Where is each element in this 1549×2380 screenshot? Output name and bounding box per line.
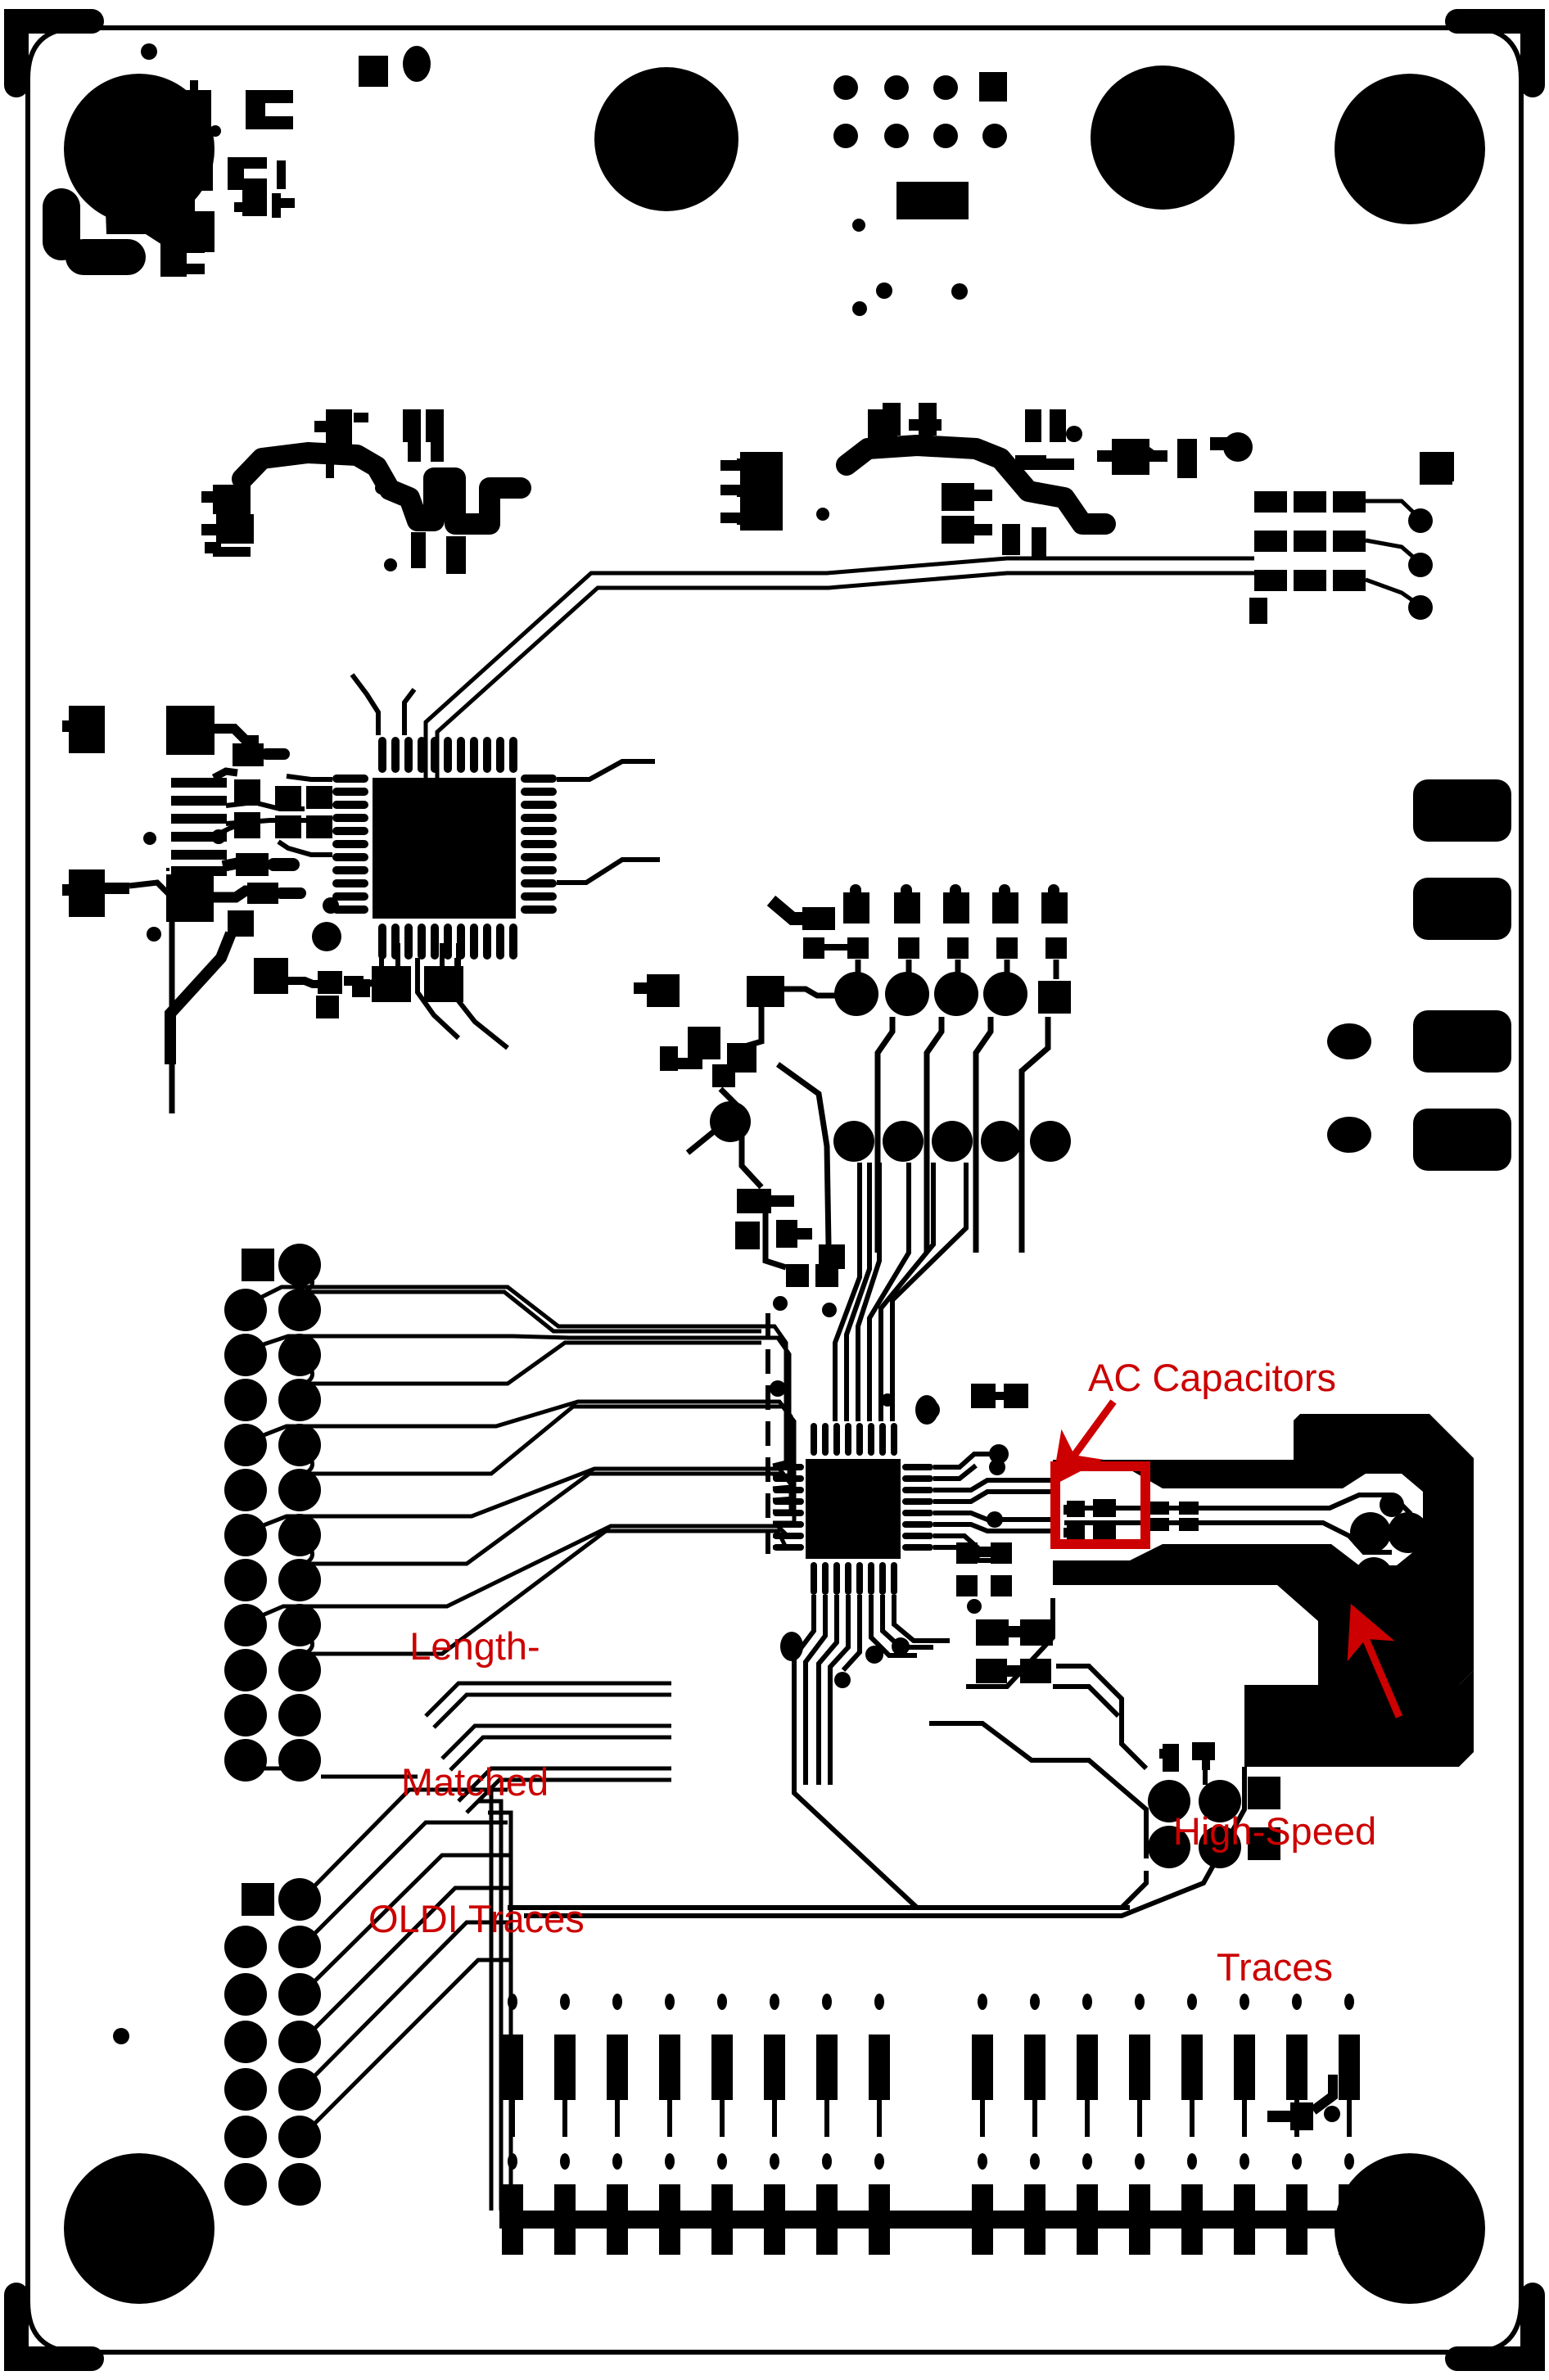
hs-label-line-1: High-Speed: [1172, 1809, 1377, 1853]
qfp-ic-upper: [332, 737, 557, 960]
strip-lower-fingers: [502, 2184, 1360, 2255]
bottom-connector-strip-lower: [499, 2153, 1367, 2255]
strip-upper-left-group: [502, 1994, 890, 2137]
mounting-holes: [64, 74, 1485, 2304]
bottom-connector-strip-upper: [502, 1994, 1360, 2137]
misc-vias: [113, 2028, 1340, 2130]
upper-diagonal-trace-pair: [423, 556, 1254, 868]
high-speed-traces-arrow: [1347, 1603, 1403, 1718]
length-match-serpentine-stubs: [765, 1313, 770, 1554]
left-header-lower: [224, 1878, 321, 2206]
top-dot-grid: [833, 72, 1427, 316]
annotation-ac-capacitors-label: AC Capacitors: [1088, 1356, 1336, 1399]
qfn-left-incoming: [761, 1324, 797, 1550]
annotation-graphics: [1050, 1399, 1403, 1718]
top-left-component-pads: [141, 43, 431, 218]
left-large-pads: [43, 187, 215, 277]
qfn-top-incoming: [833, 1163, 969, 1421]
oldi-bundle-vertical: [424, 1681, 671, 2211]
oldi-label-line-2: Matched: [400, 1760, 549, 1804]
strip-lower-vias: [508, 2153, 1354, 2170]
corner-brackets: [4, 9, 1545, 2371]
annotation-high-speed-traces-label: High-Speed Traces: [1156, 1718, 1393, 2081]
oldi-label-line-3: OLDI Traces: [368, 1896, 585, 1940]
oldi-label-line-1: Length-: [409, 1624, 540, 1668]
qfn-right-passives: [920, 1384, 1053, 1683]
ac-capacitors-arrow: [1051, 1399, 1117, 1487]
upper-component-cluster-left: [201, 409, 531, 574]
mid-left-routing-cluster: [634, 974, 845, 1317]
qfn-bottom-fanout: [792, 1595, 1130, 1910]
upper-component-cluster-right: [720, 403, 1253, 560]
bottom-right-routing: [508, 1598, 1280, 1918]
qfn-ic-central: [773, 1423, 933, 1595]
strip-upper-right-group: [972, 1994, 1360, 2137]
right-edge-large-pads: [1327, 452, 1511, 1171]
annotation-length-matched-oldi-traces-label: Length- Matched OLDI Traces: [368, 1533, 585, 2032]
ac-capacitor-pads: [1064, 1499, 1116, 1541]
lower-left-fanout-traces: [246, 1766, 511, 2138]
large-round-pads-top: [594, 65, 1235, 211]
hs-label-line-2: Traces: [1217, 1945, 1333, 1989]
length-matched-oldi-traces-upper: [247, 1266, 761, 1656]
left-edge-pads: [62, 706, 215, 1113]
